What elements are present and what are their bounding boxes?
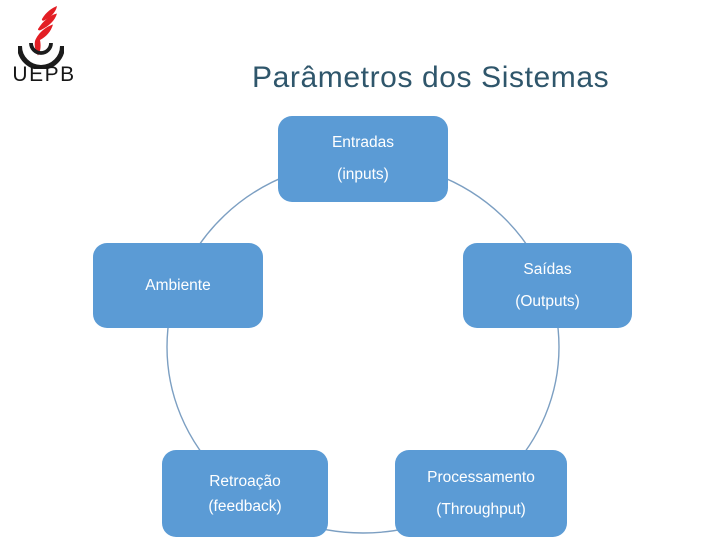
node-sublabel: (feedback) xyxy=(208,497,282,515)
node-sublabel: (Outputs) xyxy=(515,292,580,310)
node-sublabel: (inputs) xyxy=(337,166,389,183)
node-saidas: Saídas (Outputs) xyxy=(463,243,632,328)
node-label: Processamento xyxy=(427,468,535,486)
node-label: Entradas xyxy=(331,134,395,151)
node-processamento: Processamento (Throughput) xyxy=(395,450,567,537)
node-sublabel: (Throughput) xyxy=(436,500,526,518)
uepb-logo-text: UEPB xyxy=(12,63,76,86)
node-retroacao: Retroação (feedback) xyxy=(162,450,328,537)
node-label: Retroação xyxy=(209,472,281,490)
uepb-logo: UEPB xyxy=(5,3,83,91)
node-label: Ambiente xyxy=(145,276,211,294)
node-label: Saídas xyxy=(523,260,572,278)
uepb-flame-icon xyxy=(18,6,64,69)
node-ambiente: Ambiente xyxy=(93,243,263,328)
node-entradas: Entradas (inputs) xyxy=(278,116,448,202)
slide-title: Parâmetros dos Sistemas xyxy=(252,61,610,94)
